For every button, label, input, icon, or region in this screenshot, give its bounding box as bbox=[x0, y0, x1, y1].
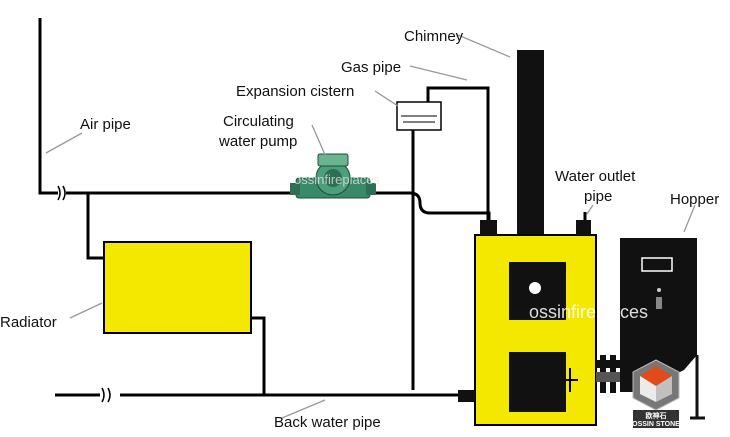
flow-pipe-jump bbox=[409, 191, 431, 215]
ossin-stone-logo: 欧神石 OSSIN STONE bbox=[632, 359, 680, 428]
radiator bbox=[103, 241, 252, 334]
label-circulating-pump-line2: water pump bbox=[218, 133, 297, 150]
logo-chinese-text: 欧神石 bbox=[646, 411, 667, 420]
label-gas-pipe: Gas pipe bbox=[341, 59, 401, 76]
boiler-lower-door bbox=[509, 352, 566, 412]
hopper-feed-link bbox=[596, 355, 624, 393]
label-back-water-pipe: Back water pipe bbox=[274, 414, 381, 431]
label-water-outlet-line1: Water outlet bbox=[555, 168, 636, 185]
label-chimney: Chimney bbox=[404, 28, 464, 45]
gas-pipe bbox=[426, 86, 490, 225]
hopper bbox=[620, 238, 705, 420]
expansion-cistern bbox=[396, 101, 442, 131]
label-hopper: Hopper bbox=[670, 191, 719, 208]
label-expansion-cistern: Expansion cistern bbox=[236, 83, 354, 100]
air-pipe bbox=[38, 18, 58, 195]
watermark-large: ossinfireplaces bbox=[529, 302, 648, 322]
label-circulating-pump-line1: Circulating bbox=[223, 113, 294, 130]
boiler-sight-hole bbox=[529, 282, 541, 294]
label-radiator: Radiator bbox=[0, 314, 57, 331]
watermark-small: ossinfireplaces bbox=[294, 172, 380, 187]
boiler bbox=[458, 220, 597, 426]
leader-lines bbox=[45, 34, 696, 419]
circulating-water-pump bbox=[290, 153, 376, 199]
logo-english-text: OSSIN STONE bbox=[632, 421, 680, 428]
label-water-outlet-line2: pipe bbox=[584, 188, 612, 205]
radiator-return-pipe bbox=[250, 316, 266, 395]
chimney bbox=[517, 50, 544, 238]
pipe-break-marks bbox=[57, 185, 111, 403]
radiator-feed-pipe bbox=[86, 193, 104, 260]
label-air-pipe: Air pipe bbox=[80, 116, 131, 133]
